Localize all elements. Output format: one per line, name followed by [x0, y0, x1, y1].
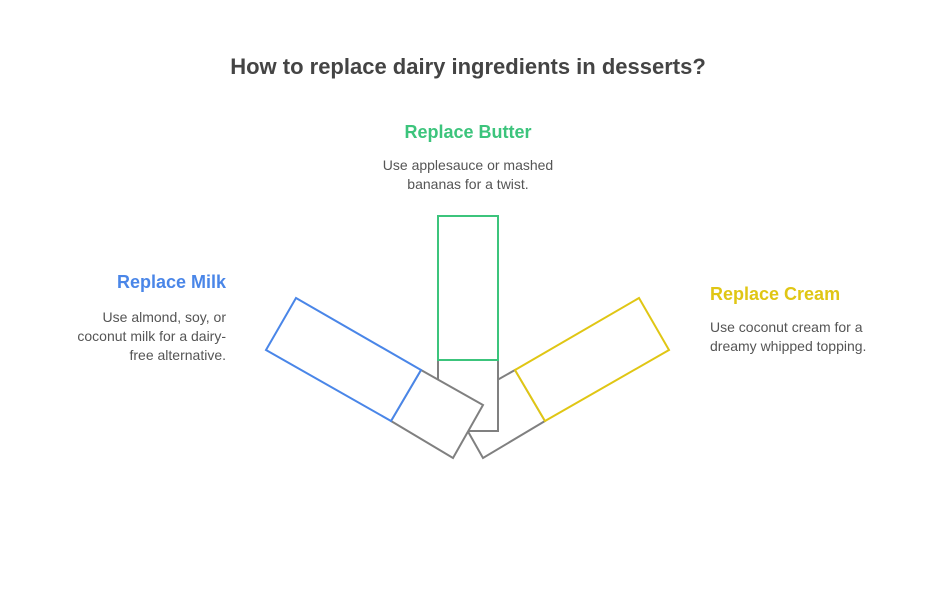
butter-description: Use applesauce or mashed bananas for a t… [382, 157, 554, 192]
milk-heading: Replace Milk [116, 272, 226, 292]
butter-bar [437, 215, 499, 361]
cream-description: Use coconut cream for a dreamy whipped t… [710, 319, 867, 354]
cream-heading: Replace Cream [710, 284, 841, 304]
butter-heading: Replace Butter [404, 122, 532, 142]
milk-bar [264, 296, 423, 423]
cream-bar [513, 296, 671, 423]
diagram-title: How to replace dairy ingredients in dess… [230, 54, 706, 79]
milk-description: Use almond, soy, or coconut milk for a d… [77, 309, 226, 363]
